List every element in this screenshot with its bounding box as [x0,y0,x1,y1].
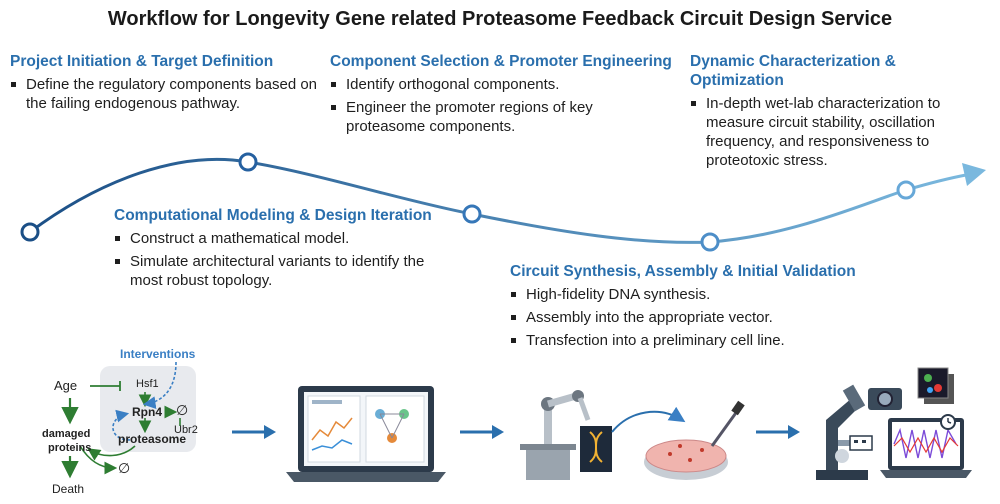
curve-arrowhead [962,163,986,186]
step-heading: Circuit Synthesis, Assembly & Initial Va… [510,263,856,280]
step-computational-modeling: Computational Modeling & Design Iteratio… [114,206,434,294]
damaged-null-arrow [79,445,118,475]
node-4 [700,232,720,252]
step-bullet: Engineer the promoter regions of key pro… [330,98,675,136]
step-heading: Project Initiation & Target Definition [10,53,274,70]
flow-arrow-1 [232,425,276,439]
death-label: Death [52,482,85,496]
step-circuit-synthesis: Circuit Synthesis, Assembly & Initial Va… [510,262,920,354]
step-bullet: High-fidelity DNA synthesis. [510,285,920,304]
slide-icon [849,435,873,451]
intervention-arrow [142,361,177,409]
step-bullet: Construct a mathematical model. [114,229,434,248]
step-bullet: In-depth wet-lab characterization to mea… [690,94,990,170]
flow-arrow-2 [460,425,504,439]
step-heading: Dynamic Characterization & Optimization [690,53,896,89]
laptop-icon [286,386,446,482]
monitor-graph-icon [880,414,972,478]
step-bullet: Simulate architectural variants to ident… [114,252,434,290]
step-bullet: Define the regulatory components based o… [10,75,320,113]
ubr2-label: Ubr2 [174,424,198,436]
flow-arrow-3 [756,425,800,439]
proteasome-feedback [112,409,131,441]
proteins-label: proteins [48,442,92,454]
step-heading: Component Selection & Promoter Engineeri… [330,53,672,70]
rpn4-label: Rpn4 [132,405,162,419]
proteasome-label: proteasome [118,432,187,446]
lab-robot-icon [520,390,612,480]
step-project-initiation: Project Initiation & Target Definition D… [10,52,320,117]
node-3 [462,204,482,224]
pathway-diagram [61,361,196,479]
node-2 [238,152,258,172]
microscope-icon [816,384,868,480]
pathway-box [100,366,196,452]
cell-image-stack-icon [917,367,954,404]
step-heading: Computational Modeling & Design Iteratio… [114,207,432,224]
page-title: Workflow for Longevity Gene related Prot… [107,8,893,30]
camera-icon [868,388,902,410]
step-component-selection: Component Selection & Promoter Engineeri… [330,52,675,140]
age-label: Age [54,378,78,393]
null-symbol-top: ∅ [176,402,189,418]
hsf1-label: Hsf1 [136,378,159,390]
node-1 [20,222,40,242]
workflow-path [29,157,967,244]
step-bullet: Transfection into a preliminary cell lin… [510,331,920,350]
interventions-label: Interventions [120,347,196,361]
proteasome-degrade-arrow [87,445,136,461]
step-bullet: Assembly into the appropriate vector. [510,308,920,327]
step-dynamic-characterization: Dynamic Characterization & Optimization … [690,52,990,174]
petri-dish-icon [644,400,745,480]
damaged-label: damaged [42,428,91,440]
null-symbol-bottom: ∅ [118,460,131,476]
transfer-arrow [611,406,686,433]
step-bullet: Identify orthogonal components. [330,75,675,94]
node-5 [896,180,916,200]
